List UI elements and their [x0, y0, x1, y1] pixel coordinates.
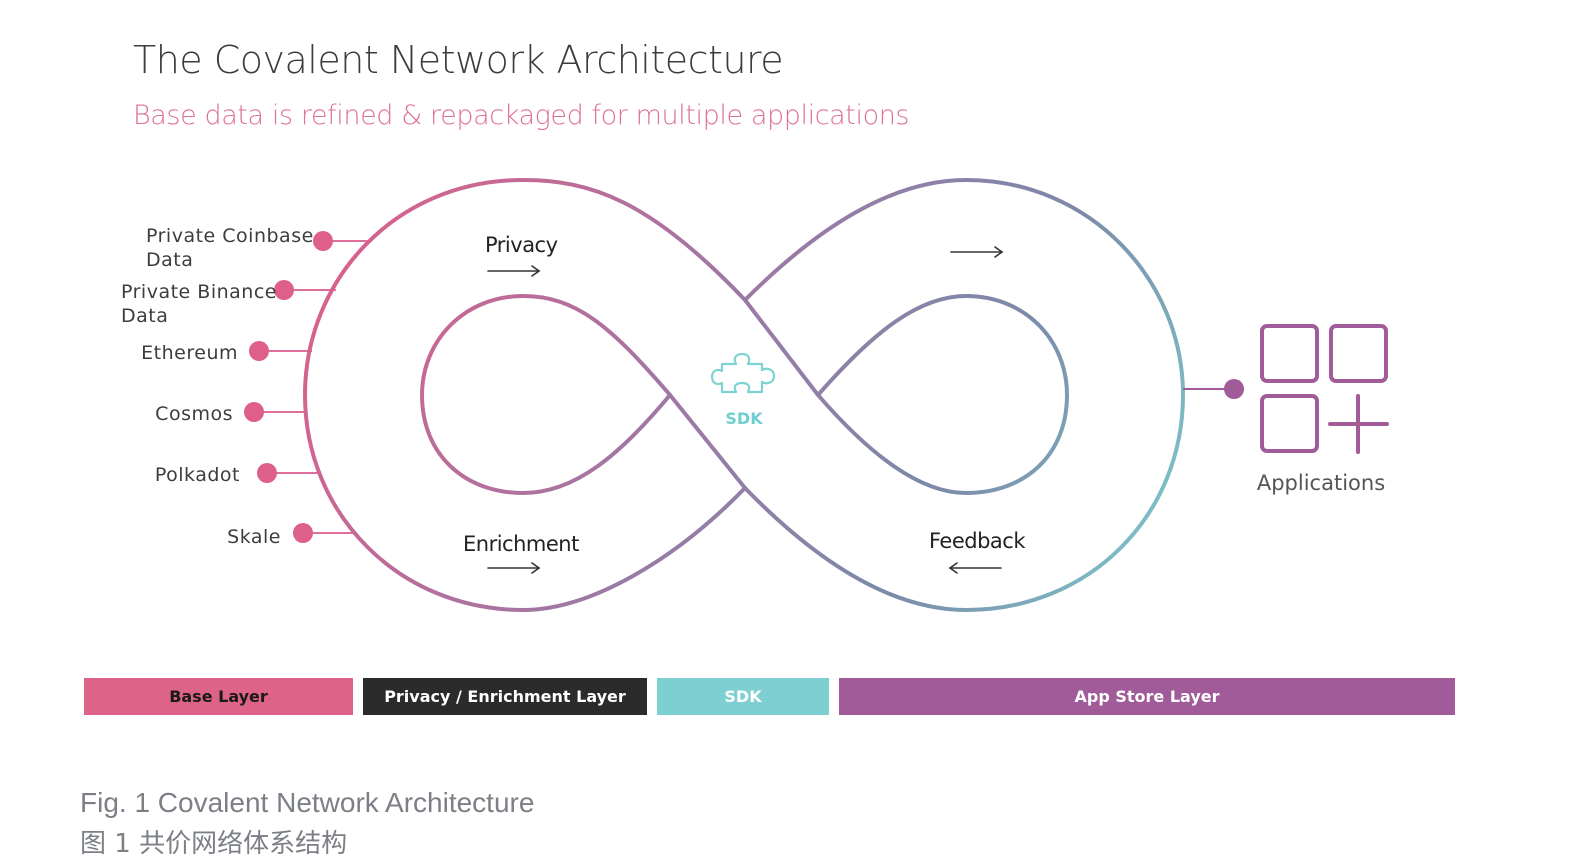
sdk-label: SDK	[725, 409, 763, 428]
flow-label-privacy: Privacy	[485, 233, 558, 257]
source-dot	[244, 402, 264, 422]
arrow-left-icon	[948, 562, 1002, 574]
flow-label-enrichment: Enrichment	[463, 532, 579, 556]
source-dot	[274, 280, 294, 300]
source-label-polkadot: Polkadot	[155, 464, 240, 486]
infinity-inner-right-path	[816, 294, 1069, 495]
infinity-inner-left-path	[420, 294, 672, 495]
layer-bar-base: Base Layer	[84, 678, 353, 715]
crossing-strand	[743, 298, 820, 397]
page-subtitle: Base data is refined & repackaged for mu…	[133, 100, 910, 131]
arrow-right-icon	[487, 562, 541, 574]
app-grid-plus-icon	[1260, 324, 1389, 454]
applications-label: Applications	[1257, 471, 1385, 495]
figure-caption-english: Fig. 1 Covalent Network Architecture	[80, 787, 535, 818]
arrow-right-icon	[950, 246, 1004, 258]
source-dot	[249, 341, 269, 361]
source-dots	[244, 231, 333, 543]
source-dot	[293, 523, 313, 543]
figure-caption-chinese: 图 1 共价网络体系结构	[80, 829, 348, 859]
source-dot	[257, 463, 277, 483]
source-label-coinbase: Private Coinbase Data	[146, 225, 320, 271]
applications-dot	[1224, 379, 1244, 399]
flow-label-feedback: Feedback	[929, 529, 1026, 553]
source-label-ethereum: Ethereum	[141, 342, 238, 364]
crossing-strand	[668, 393, 747, 490]
source-label-binance: Private Binance Data	[121, 281, 284, 327]
layer-bar-privacy-enrichment: Privacy / Enrichment Layer	[363, 678, 647, 715]
layer-bar-app-store: App Store Layer	[839, 678, 1455, 715]
flow-arrows	[487, 246, 1004, 574]
source-dot	[313, 231, 333, 251]
layer-bar-sdk: SDK	[657, 678, 829, 715]
arrow-right-icon	[487, 265, 541, 277]
page-title: The Covalent Network Architecture	[133, 38, 784, 82]
source-label-cosmos: Cosmos	[155, 403, 233, 425]
source-label-skale: Skale	[227, 526, 281, 548]
puzzle-piece-icon	[710, 352, 776, 394]
infinity-outer-path	[303, 178, 1185, 612]
